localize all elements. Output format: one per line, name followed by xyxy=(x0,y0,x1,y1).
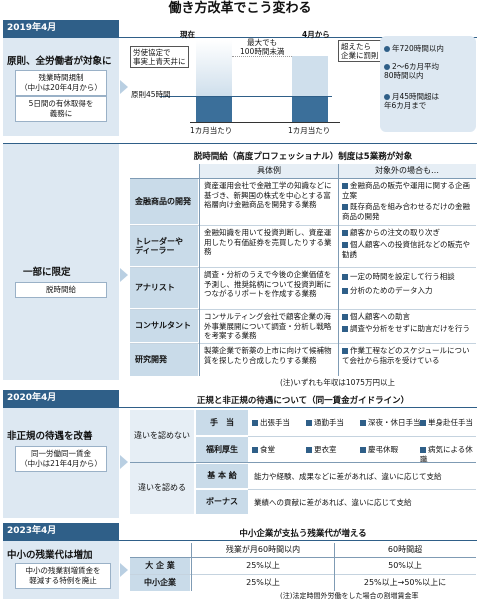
section-2023-sidebar: 中小の残業代は増加 中小の残業割増賃金を 軽減する特例を廃止 xyxy=(3,541,119,599)
exempt-item: 分析のためのデータ入力 xyxy=(342,286,474,296)
row-label-large: 大 企 業 xyxy=(130,558,190,574)
exempt-item: 個人顧客への投資信託などの販売や勧誘 xyxy=(342,240,470,259)
profession-table-title: 脱時間給（高度プロフェッショナル）制度は5業務が対象 xyxy=(193,152,413,162)
allowance-item: 単身赴任手当 xyxy=(420,418,473,428)
overtime-table: 残業が月60時間以内 60時間超 大 企 業 25%以上 50%以上 中小企業 … xyxy=(130,543,476,591)
section-2020-sidebar: 非正規の待遇を改善 同一労働同一賃金 （中小は21年4月から） xyxy=(3,408,119,518)
col-header-exempt: 対象外の場合も… xyxy=(338,164,476,178)
exempt-item: 個人顧客への助言 xyxy=(342,312,474,322)
row-label-trader: トレーダーや ディーラー xyxy=(130,226,198,266)
bonus-text: 業績への貢献に差があれば、違いに応じて支給 xyxy=(254,498,412,507)
limit-line xyxy=(232,56,292,57)
section-2019-sidebar: 原則、全労働者が対象に 残業時間規制 （中小は20年4月から） 5日間の有休取得… xyxy=(3,38,119,136)
exempt-item: 顧客からの注文の取り次ぎ xyxy=(342,228,474,238)
guideline-table: 違いを認めない 違いを認める 手 当 出張手当 通勤手当 深夜・休日手当 単身赴… xyxy=(130,410,476,514)
page-title: 働き方改革でこう変わる xyxy=(168,1,312,16)
overtime-regulation-box: 残業時間規制 （中小は20年4月から） xyxy=(15,70,107,96)
exempt-item: 作業工程などのスケジュールについて会社から指示を受けている xyxy=(342,346,470,365)
large-within-60: 25%以上 xyxy=(246,561,280,570)
section-divider xyxy=(3,143,477,144)
row-label-bonus: ボーナス xyxy=(196,490,248,514)
note-uncapped: 労使協定で 事実上青天井に xyxy=(130,46,189,68)
col-header-example: 具体例 xyxy=(200,164,338,178)
principle-label: 原則45時間 xyxy=(131,90,171,99)
row-label-consultant: コンサルタント xyxy=(130,310,198,342)
new-bar-upper xyxy=(292,56,328,96)
section-2020-header: 2020年4月 xyxy=(3,390,119,407)
now-label: 現在 xyxy=(180,30,195,39)
sme-over-60: 25%以上→50%以上に xyxy=(363,578,447,587)
profession-box: 脱時間給 xyxy=(15,282,107,298)
profession-table: 具体例 対象外の場合も… 金融商品の開発 資産運用会社で金融工学の知識などに基づ… xyxy=(130,164,476,376)
arrow-icon xyxy=(120,455,128,469)
example-research: 製薬企業で新薬の上市に向けて候補物質を探したり合成したりする業務 xyxy=(204,346,332,365)
welfare-item: 食堂 xyxy=(252,445,275,455)
new-bar-45 xyxy=(292,96,328,122)
overtime-table-title: 中小企業が支払う残業代が増える xyxy=(239,529,367,539)
row-label-sme: 中小企業 xyxy=(130,575,190,591)
section-profession-sidebar: 一部に限定 脱時間給 xyxy=(3,144,119,380)
group-allowed: 違いを認める xyxy=(130,462,194,514)
principle-line xyxy=(160,96,332,97)
example-analyst: 調査・分析のうえで今後の企業価値を予測し、推奨銘柄について投資判断につながるリポ… xyxy=(204,270,332,298)
penalty-note: 超えたら 企業に罰則 xyxy=(338,40,382,62)
after-label: 4月から xyxy=(302,30,330,39)
row-label-base-pay: 基 本 給 xyxy=(196,464,248,488)
arrow-icon xyxy=(120,268,128,282)
section-profession-title: 一部に限定 xyxy=(23,267,71,278)
section-divider xyxy=(3,407,477,408)
row-label-analyst: アナリスト xyxy=(130,268,198,308)
arrow-icon xyxy=(120,563,128,577)
example-trader: 金融知識を用いて投資判断し、資産運用したり有価証券を売買したりする業務 xyxy=(204,228,332,256)
arrow-icon xyxy=(120,80,128,94)
unit-label-current: 1カ月当たり xyxy=(190,126,233,135)
section-2023-header: 2023年4月 xyxy=(3,523,119,540)
col-header-within-60: 残業が月60時間以内 xyxy=(225,545,301,554)
section-divider xyxy=(3,37,477,38)
equal-pay-box: 同一労働同一賃金 （中小は21年4月から） xyxy=(15,446,107,472)
sme-exception-box: 中小の残業割増賃金を 軽減する特例を廃止 xyxy=(15,563,111,589)
exempt-item: 調査や分析をせずに助言だけを行う xyxy=(342,324,474,334)
profession-note: (注)いずれも年収は1075万円以上 xyxy=(280,378,395,387)
example-finance: 資産運用会社で金融工学の知識などに基づき、新興国の株式を中心とする富裕層向け金融… xyxy=(204,181,332,209)
limit-item: 2～6カ月平均 80時間以内 xyxy=(384,62,440,80)
base-pay-text: 能力や経験、成果などに差があれば、違いに応じて支給 xyxy=(254,472,442,481)
section-2019-header: 2019年4月 xyxy=(3,20,119,37)
exempt-item: 既存商品を組み合わせるだけの金融商品の開発 xyxy=(342,202,470,221)
welfare-item: 慶弔休暇 xyxy=(360,445,398,455)
overtime-note: (注)法定時間外労働をした場合の割増賃金率 xyxy=(280,592,419,600)
col-header-over-60: 60時間超 xyxy=(387,545,423,554)
limits-panel: 年720時間以内 2～6カ月平均 80時間以内 月45時間超は 年6カ月まで xyxy=(380,36,476,132)
sme-within-60: 25%以上 xyxy=(246,578,280,587)
welfare-item: 更衣室 xyxy=(306,445,337,455)
welfare-item: 病気による休職 xyxy=(420,445,473,464)
exempt-item: 金融商品の販売や運用に関する企画立案 xyxy=(342,181,470,200)
limit-item: 年720時間以内 xyxy=(384,44,444,53)
max-note: 最大でも 100時間未満 xyxy=(240,38,285,56)
row-label-welfare: 福利厚生 xyxy=(196,437,248,462)
allowance-item: 深夜・休日手当 xyxy=(360,418,421,428)
paid-leave-box: 5日間の有休取得を 義務に xyxy=(15,96,107,122)
section-2020-title: 非正規の待遇を改善 xyxy=(7,431,93,442)
limit-item: 月45時間超は 年6カ月まで xyxy=(384,92,440,110)
guideline-table-title: 正規と非正規の待遇について（同一賃金ガイドライン） xyxy=(196,396,410,406)
example-consultant: コンサルティング会社で顧客企業の海外事業展開について調査・分析し戦略を考案する業… xyxy=(204,312,332,340)
section-2019-title: 原則、全労働者が対象に xyxy=(7,56,112,67)
group-not-allowed: 違いを認めない xyxy=(130,410,194,462)
section-2023-title: 中小の残業代は増加 xyxy=(7,550,93,561)
allowance-item: 出張手当 xyxy=(252,418,290,428)
row-label-finance: 金融商品の開発 xyxy=(130,179,198,224)
current-bar-45 xyxy=(196,96,232,122)
section-divider xyxy=(3,540,477,541)
large-over-60: 50%以上 xyxy=(388,561,422,570)
row-label-allowance: 手 当 xyxy=(196,410,248,435)
baseline xyxy=(190,122,340,123)
row-label-research: 研究開発 xyxy=(130,344,198,376)
current-bar-upper xyxy=(196,40,232,96)
exempt-item: 一定の時間を設定して行う相談 xyxy=(342,272,474,282)
allowance-item: 通勤手当 xyxy=(306,418,344,428)
unit-label-new: 1カ月当たり xyxy=(288,126,331,135)
